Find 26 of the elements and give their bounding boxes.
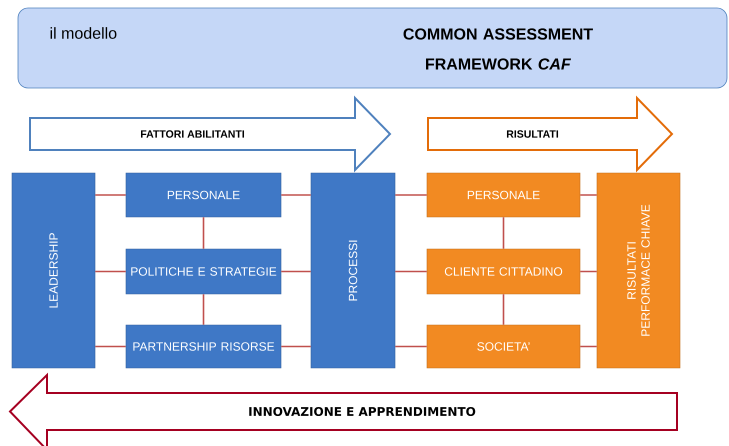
category-box: POLITICHE E STRATEGIE <box>126 248 282 294</box>
connector-line <box>580 194 597 196</box>
connector-line <box>395 194 427 196</box>
category-box: PERSONALE <box>426 172 580 218</box>
connector-line <box>95 194 126 196</box>
category-box: PARTNERSHIP RISORSE <box>126 324 282 368</box>
connector-line <box>281 346 311 348</box>
connector-line <box>395 270 427 272</box>
title-banner: il modello COMMON ASSESSMENT FRAMEWORK CAF <box>18 8 728 88</box>
category-box: RISULTATI PERFORMACE CHIAVE <box>596 172 680 368</box>
category-box: LEADERSHIP <box>12 172 96 368</box>
connector-line <box>580 346 597 348</box>
connector-line <box>95 270 126 272</box>
connector-line <box>502 217 504 249</box>
connector-line <box>395 346 427 348</box>
category-box: CLIENTE CITTADINO <box>426 248 580 294</box>
category-box: SOCIETA’ <box>426 324 580 368</box>
connector-line <box>202 217 204 249</box>
connector-line <box>281 194 311 196</box>
connector-line <box>202 294 204 325</box>
connector-line <box>281 270 311 272</box>
category-box: PERSONALE <box>126 172 282 218</box>
category-box: PROCESSI <box>310 172 396 368</box>
connector-line <box>95 346 126 348</box>
connector-line <box>580 270 597 272</box>
connector-line <box>502 294 504 325</box>
